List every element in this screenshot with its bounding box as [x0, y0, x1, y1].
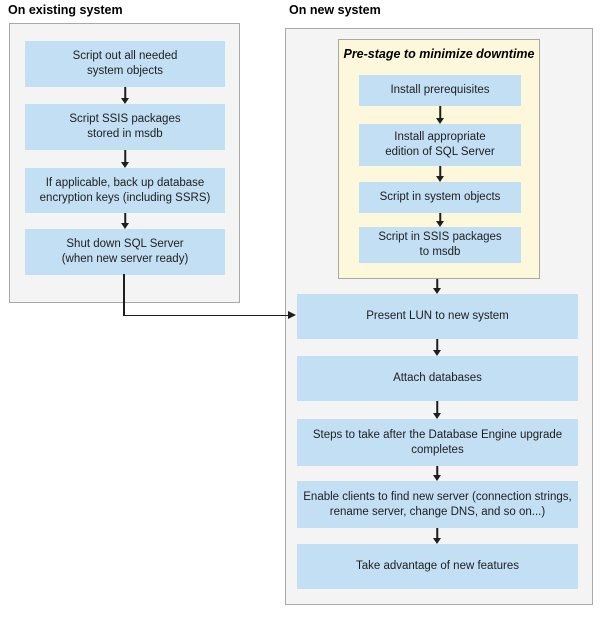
arrow-down-icon: [120, 213, 130, 229]
existing-system-title: On existing system: [8, 3, 123, 17]
step-label: Present LUN to new system: [366, 310, 509, 323]
arrow-right-icon: [288, 310, 296, 319]
step-label: Take advantage of new features: [355, 560, 520, 573]
step-attach-databases: Attach databases: [297, 356, 578, 401]
new-system-title: On new system: [289, 3, 381, 17]
step-label: Install appropriate edition of SQL Serve…: [385, 131, 495, 158]
step-label: Script in system objects: [379, 191, 501, 204]
arrow-down-icon: [432, 528, 442, 544]
step-install-sql-server-edition: Install appropriate edition of SQL Serve…: [359, 124, 521, 166]
step-label: Enable clients to find new server (conne…: [303, 490, 572, 518]
new-system-panel: Pre-stage to minimize downtime Install p…: [285, 28, 593, 605]
step-label: Script in SSIS packages to msdb: [378, 231, 502, 258]
step-label: Script out all needed system objects: [72, 50, 178, 77]
step-label: Steps to take after the Database Engine …: [312, 428, 563, 456]
prestage-panel: Pre-stage to minimize downtime Install p…: [338, 39, 540, 279]
arrow-down-icon: [435, 106, 445, 124]
arrow-down-icon: [435, 166, 445, 182]
step-take-advantage-new-features: Take advantage of new features: [297, 544, 578, 589]
arrow-down-icon: [432, 401, 442, 419]
step-label: Install prerequisites: [390, 84, 490, 97]
step-post-upgrade-steps: Steps to take after the Database Engine …: [297, 419, 578, 466]
connector-existing-to-new-horizontal: [123, 314, 288, 316]
step-label: Attach databases: [393, 372, 482, 385]
arrow-down-icon: [432, 466, 442, 481]
arrow-down-icon: [432, 339, 442, 356]
connector-existing-to-new-vertical: [123, 274, 125, 316]
existing-system-panel: Script out all needed system objects Scr…: [9, 23, 240, 303]
arrow-down-icon: [120, 150, 130, 168]
step-install-prerequisites: Install prerequisites: [359, 75, 521, 106]
arrow-down-icon: [432, 279, 442, 294]
step-script-ssis-packages: Script SSIS packages stored in msdb: [25, 104, 225, 150]
arrow-down-icon: [120, 87, 130, 104]
step-script-in-ssis-packages: Script in SSIS packages to msdb: [359, 227, 521, 263]
step-label: If applicable, back up database encrypti…: [39, 176, 211, 204]
step-present-lun: Present LUN to new system: [297, 294, 578, 339]
step-enable-clients: Enable clients to find new server (conne…: [297, 481, 578, 528]
prestage-title: Pre-stage to minimize downtime: [343, 47, 535, 61]
step-backup-encryption-keys: If applicable, back up database encrypti…: [25, 168, 225, 213]
step-script-out-system-objects: Script out all needed system objects: [25, 41, 225, 87]
step-label: Script SSIS packages stored in msdb: [69, 113, 181, 140]
step-label: Shut down SQL Server (when new server re…: [61, 238, 189, 265]
arrow-down-icon: [435, 213, 445, 227]
step-shut-down-sql-server: Shut down SQL Server (when new server re…: [25, 229, 225, 275]
step-script-in-system-objects: Script in system objects: [359, 182, 521, 213]
